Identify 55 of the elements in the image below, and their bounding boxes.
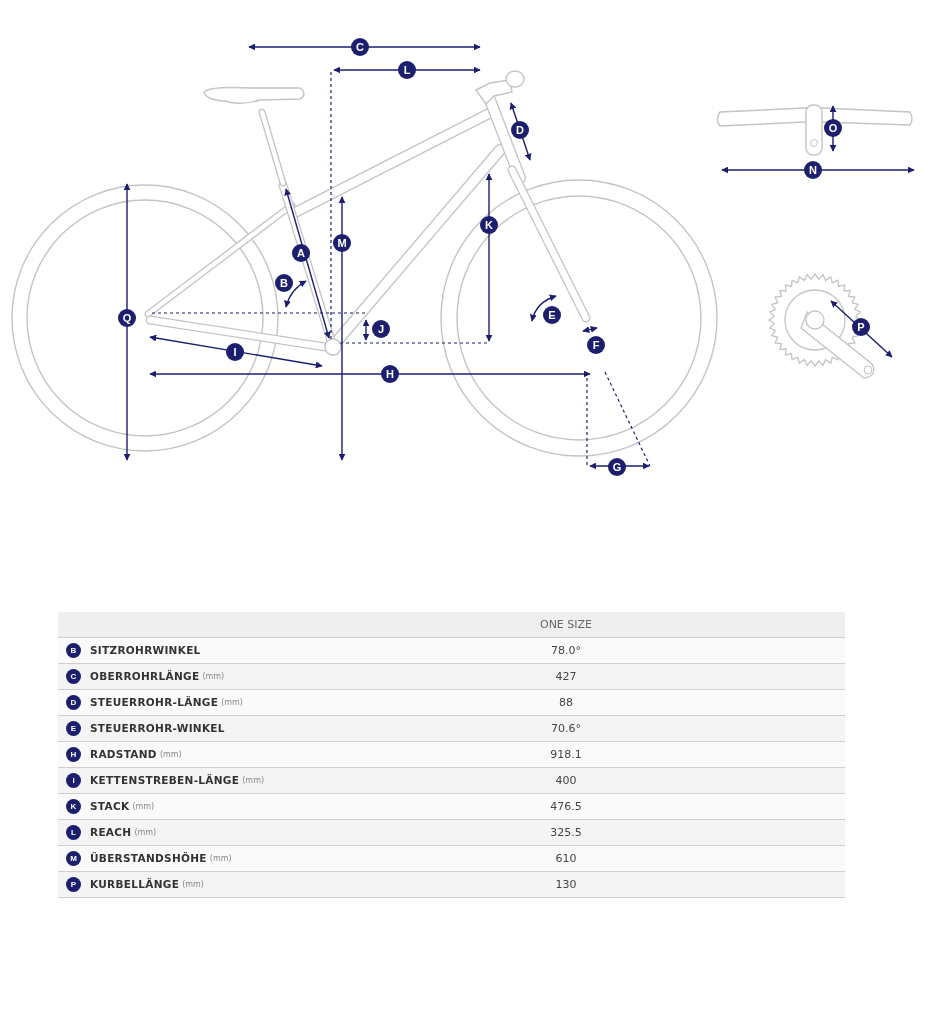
cell-value: 400 xyxy=(554,774,578,787)
cell-value: 427 xyxy=(554,670,578,683)
measure-name: KETTENSTREBEN-LÄNGE xyxy=(90,774,240,786)
callout-letter: A xyxy=(292,244,310,262)
measure-name: SITZROHRWINKEL xyxy=(90,644,201,656)
measure-name: REACH xyxy=(90,826,132,838)
callout-letter: L xyxy=(66,825,81,840)
unit-label: (mm) xyxy=(209,854,232,863)
callout-letter: C xyxy=(66,669,81,684)
measure-name: ÜBERSTANDSHÖHE xyxy=(90,852,207,864)
cell-value: 70.6° xyxy=(550,722,582,735)
measure-name: STEUERROHR-LÄNGE xyxy=(90,696,219,708)
unit-label: (mm) xyxy=(202,672,225,681)
measure-name: STACK xyxy=(90,800,130,812)
callout-letter: B xyxy=(66,643,81,658)
callout-letter: M xyxy=(66,851,81,866)
callout-letter: B xyxy=(275,274,293,292)
cell-value: 130 xyxy=(554,878,578,891)
unit-label: (mm) xyxy=(221,698,243,707)
callout-letter: N xyxy=(804,161,822,179)
column-header: ONE SIZE xyxy=(538,618,593,631)
callout-letter: M xyxy=(333,234,351,252)
measure-name: KURBELLÄNGE xyxy=(90,878,180,890)
callout-letter: Q xyxy=(118,309,136,327)
unit-label: (mm) xyxy=(132,802,155,811)
unit-label: (mm) xyxy=(159,750,182,759)
callout-letter: H xyxy=(381,365,399,383)
callout-letter: P xyxy=(66,877,81,892)
callout-letter: D xyxy=(66,695,81,710)
measure-name: RADSTAND xyxy=(90,748,157,760)
unit-label: (mm) xyxy=(242,776,265,785)
callout-letter: I xyxy=(66,773,81,788)
unit-label: (mm) xyxy=(134,828,157,837)
callout-letter: K xyxy=(66,799,81,814)
callout-letter: L xyxy=(398,61,416,79)
measure-name: OBERROHRLÄNGE xyxy=(90,670,200,682)
cell-value: 78.0° xyxy=(550,644,582,657)
cell-value: 918.1 xyxy=(549,748,583,761)
callout-letter: G xyxy=(608,458,626,476)
callout-letter: J xyxy=(372,320,390,338)
callout-letter: F xyxy=(587,336,605,354)
cell-value: 325.5 xyxy=(549,826,583,839)
callout-letter: K xyxy=(480,216,498,234)
callout-letter: D xyxy=(511,121,529,139)
measure-name: STEUERROHR-WINKEL xyxy=(90,722,225,734)
unit-label: (mm) xyxy=(182,880,204,889)
callout-letter: C xyxy=(351,38,369,56)
callout-letter: H xyxy=(66,747,81,762)
cell-value: 476.5 xyxy=(549,800,583,813)
callout-letter: E xyxy=(543,306,561,324)
callout-letter: I xyxy=(226,343,244,361)
callout-letter: E xyxy=(66,721,81,736)
cell-value: 610 xyxy=(554,852,578,865)
callout-letter: O xyxy=(824,119,842,137)
cell-value: 88 xyxy=(558,696,574,709)
